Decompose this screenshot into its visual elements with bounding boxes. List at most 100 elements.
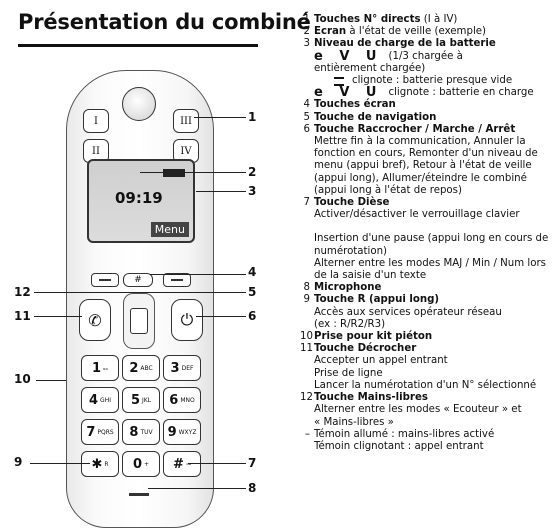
num-key-digit: 6 [169,392,179,408]
legend-title: Microphone [314,282,382,294]
callout-line-1 [194,117,246,118]
num-key-letters: JKL [142,396,152,404]
legend-number: 4 [303,99,310,111]
num-key-digit: 2 [129,360,139,376]
legend-text: à l'état de veille (exemple) [346,26,487,38]
legend-text: Prise de ligne [314,367,383,379]
phone-icon: ✆ [88,310,102,330]
callout-11: 11 [14,309,31,323]
callout-line-8 [148,488,246,489]
num-key-digit: 4 [89,392,99,408]
legend-number: – [304,428,310,440]
legend-text: « Mains-libres » [314,416,394,428]
legend-title: Touche Raccrocher / Marche / Arrêt [314,123,516,135]
num-key-digit: ✱ [91,456,103,472]
callout-line-12 [34,292,134,293]
legend-text: numérotation) [314,245,388,257]
legend-entry-indicator: –Témoin allumé : mains-libres activé [300,429,550,441]
callout-10: 10 [14,372,31,386]
legend-text: Témoin allumé : mains-libres activé [314,428,495,440]
legend-title: Touche de navigation [314,111,437,123]
soft-key-right [163,273,191,287]
top-round-button [122,87,156,121]
legend-title: Touche Décrocher [314,343,417,355]
legend-number: 8 [303,282,310,294]
battery-charging-icons: e V U [314,85,383,101]
legend-title: Prise pour kit piéton [314,331,433,343]
callout-8: 8 [248,481,257,495]
num-key-letters: WXYZ [178,428,197,436]
num-key-digit: 0 [132,456,142,472]
callout-line-6 [196,316,246,317]
direct-key-1: I [83,109,109,133]
battery-icon [163,169,185,177]
num-key-0: 0+ [122,451,160,477]
legend-text: entièrement chargée) [314,62,426,74]
legend-text: (ex : R/R2/R3) [314,318,386,330]
legend-text: fonction en cours, Remonter d'un niveau … [314,148,538,160]
num-key-star: ✱R [81,451,119,477]
legend-title: Touche Dièse [314,197,390,209]
call-key: ✆ [79,299,111,341]
num-key-digit: 5 [130,392,140,408]
legend-text: Insertion d'une pause (appui long en cou… [314,233,549,245]
callout-line-3 [196,191,246,192]
num-key-letters: DEF [181,364,194,372]
display-softkey-menu: Menu [150,222,189,237]
legend-text: Mettre fin à la communication, Annuler l… [314,136,526,148]
num-key-digit: 7 [86,424,96,440]
battery-row-3: e V U clignote : batterie en charge [300,85,550,101]
legend-number: 3 [303,38,310,50]
legend-number: 2 [303,26,310,38]
legend-text: Lancer la numérotation d'un N° sélection… [314,379,537,391]
callout-5: 5 [248,285,257,299]
legend-text: Témoin clignotant : appel entrant [314,440,484,452]
soft-key-left [91,273,119,287]
battery-row-2: clignote : batterie presque vide [300,75,550,87]
callout-7: 7 [248,456,257,470]
num-key-letters: MNO [180,396,195,404]
num-key-letters: ⊸ [185,460,191,468]
legend-text: Activer/désactiver le verrouillage clavi… [314,209,520,221]
legend-title: Touche Mains-libres [314,392,428,404]
legend-text: clignote : batterie presque vide [352,75,513,87]
direct-key-3: III [173,109,199,133]
legend-title: Touche R (appui long) [314,294,440,306]
legend-text: menu (appui bref), Retour à l'état de ve… [314,160,532,172]
legend-number: 12 [300,392,313,404]
num-key-letters: GHI [100,396,111,404]
power-icon: ⏻ [180,310,194,329]
legend-title: Touches écran [314,99,396,111]
end-call-key: ⏻ [171,299,203,341]
callout-line-2 [140,172,246,173]
legend-text: (I à IV) [420,14,458,25]
legend-text: Accepter un appel entrant [314,355,448,367]
nav-center-key [130,308,148,334]
num-key-digit: # [173,456,184,472]
legend-text: clignote : batterie en charge [388,87,534,99]
num-key-letters: ABC [140,364,153,372]
num-key-letters: + [144,460,150,468]
legend-entry-4: 4 Touches écran [300,99,550,111]
legend-number: 11 [300,343,313,355]
num-key-letters: ₒₒ [103,364,108,372]
legend-text: Alterner entre les modes MAJ / Min / Num… [314,257,546,269]
num-key-digit: 9 [167,424,177,440]
callout-12: 12 [14,285,31,299]
callout-line-10 [36,380,66,381]
legend-title: Ecran [314,26,347,38]
legend-text: de la saisie d'un texte [314,270,427,282]
